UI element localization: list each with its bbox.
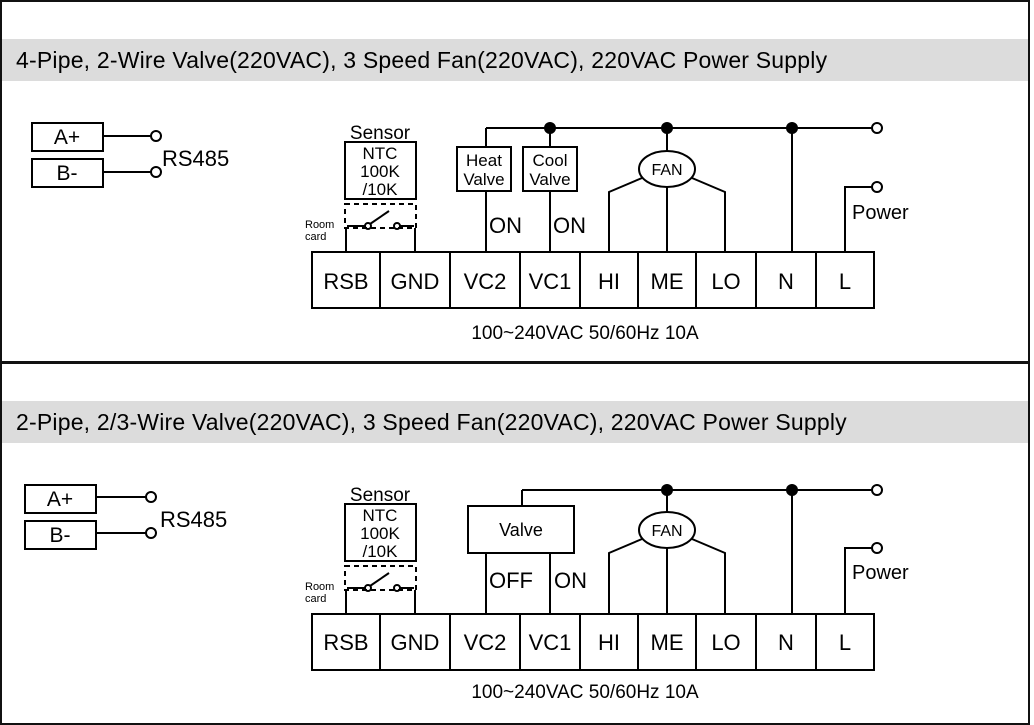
rs485-b-connector [145, 527, 157, 539]
panel-title: 4-Pipe, 2-Wire Valve(220VAC), 3 Speed Fa… [2, 39, 1028, 81]
live-power-connector [871, 181, 883, 193]
rating-label: 100~240VAC 50/60Hz 10A [471, 682, 699, 703]
terminal-block [311, 251, 875, 309]
power-label: Power [852, 202, 909, 224]
terminal-vc1: VC1 [529, 269, 572, 294]
terminal-lo: LO [711, 630, 740, 655]
wiring-diagram: A+ B- RS485 Sensor NTC 100K /10K Room ca… [31, 122, 909, 344]
junction-dot [786, 122, 798, 134]
vc2-switch-state: OFF [489, 568, 533, 593]
room-card-dashed-box [344, 203, 417, 229]
vc1-switch-state: ON [554, 568, 587, 593]
fan-label: FAN [651, 523, 682, 540]
heat-valve-label-line1: Heat [466, 151, 502, 170]
rs485-a-connector [145, 491, 157, 503]
sensor-type-line2: 100K [360, 162, 400, 181]
rs485-b-connector [150, 166, 162, 178]
wiring-panel-2-pipe: 2-Pipe, 2/3-Wire Valve(220VAC), 3 Speed … [0, 362, 1030, 725]
neutral-power-connector [871, 122, 883, 134]
sensor-label: Sensor [350, 123, 411, 144]
terminal-n: N [778, 269, 794, 294]
rs485-label: RS485 [162, 146, 229, 171]
room-card-switch-contact [364, 222, 372, 230]
terminal-block [311, 613, 875, 671]
room-card-label-line1: Room [305, 219, 334, 231]
heat-valve-box [456, 146, 512, 192]
rs485-a-connector [150, 130, 162, 142]
room-card-switch-blade [369, 572, 390, 587]
sensor-type-line1: NTC [363, 144, 398, 163]
b-minus-terminal-box [24, 520, 97, 550]
rs485-label: RS485 [160, 507, 227, 532]
terminal-n: N [778, 630, 794, 655]
terminal-me: ME [651, 269, 684, 294]
wiring-panel-4-pipe: 4-Pipe, 2-Wire Valve(220VAC), 3 Speed Fa… [0, 0, 1030, 363]
room-card-label-line2: card [305, 231, 326, 243]
terminal-lo: LO [711, 269, 740, 294]
wiring-diagram: A+ B- RS485 Sensor NTC 100K /10K Room ca… [24, 484, 909, 703]
vc2-switch-state: ON [489, 213, 522, 238]
neutral-power-connector [871, 484, 883, 496]
power-label: Power [852, 562, 909, 584]
b-minus-label: B- [57, 162, 78, 185]
junction-dot [544, 122, 556, 134]
ntc-sensor-box [344, 503, 417, 562]
terminal-rsb: RSB [323, 269, 368, 294]
terminal-vc2: VC2 [464, 269, 507, 294]
terminal-l: L [839, 630, 851, 655]
a-plus-label: A+ [47, 488, 73, 511]
terminal-me: ME [651, 630, 684, 655]
valve-label: Valve [499, 520, 543, 540]
cool-valve-label-line2: Valve [529, 170, 570, 189]
terminal-gnd: GND [391, 630, 440, 655]
room-card-label-line1: Room [305, 581, 334, 593]
ntc-sensor-box [344, 141, 417, 200]
vc1-switch-state: ON [553, 213, 586, 238]
terminal-rsb: RSB [323, 630, 368, 655]
sensor-label: Sensor [350, 485, 411, 506]
a-plus-label: A+ [54, 126, 80, 149]
terminal-l: L [839, 269, 851, 294]
room-card-switch-blade [369, 210, 390, 225]
terminal-vc1: VC1 [529, 630, 572, 655]
junction-dot [661, 122, 673, 134]
sensor-type-line2: 100K [360, 524, 400, 543]
terminal-gnd: GND [391, 269, 440, 294]
room-card-switch-contact [364, 584, 372, 592]
junction-dot [786, 484, 798, 496]
heat-valve-label-line2: Valve [463, 170, 504, 189]
sensor-type-line3: /10K [363, 542, 399, 561]
room-card-dashed-box [344, 565, 417, 591]
sensor-type-line1: NTC [363, 506, 398, 525]
live-power-connector [871, 542, 883, 554]
rating-label: 100~240VAC 50/60Hz 10A [471, 323, 699, 344]
panel-title: 2-Pipe, 2/3-Wire Valve(220VAC), 3 Speed … [2, 401, 1028, 443]
terminal-hi: HI [598, 630, 620, 655]
b-minus-label: B- [50, 524, 71, 547]
room-card-label-line2: card [305, 593, 326, 605]
terminal-vc2: VC2 [464, 630, 507, 655]
terminal-hi: HI [598, 269, 620, 294]
a-plus-terminal-box [24, 484, 97, 514]
fan-label: FAN [651, 162, 682, 179]
sensor-type-line3: /10K [363, 180, 399, 199]
junction-dot [661, 484, 673, 496]
cool-valve-label-line1: Cool [533, 151, 568, 170]
